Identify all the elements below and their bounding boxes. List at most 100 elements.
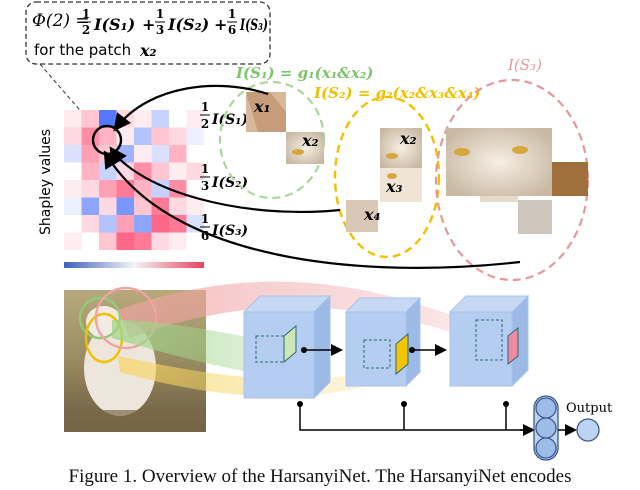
heatmap-cell: [186, 232, 204, 250]
heatmap-cell: [116, 232, 134, 250]
cube3-kernel: [475, 319, 503, 361]
patch-x4-label: x₄: [363, 205, 381, 224]
heatmap-cell: [64, 145, 82, 163]
patch-cat-body: [518, 200, 552, 234]
formula-term1-num: 1: [82, 7, 90, 21]
patch-x2-set1: [286, 132, 324, 164]
weight1-num: 1: [201, 100, 209, 114]
heatmap-cell: [151, 162, 169, 180]
heatmap-cell: [186, 197, 204, 215]
weight3-num: 1: [201, 212, 209, 226]
heatmap-cell: [64, 162, 82, 180]
heatmap-cell: [134, 127, 152, 145]
weight2-num: 1: [201, 162, 209, 176]
input-circle-green: [78, 296, 122, 340]
output-layer: Output: [533, 395, 613, 461]
arrow-set2: [109, 146, 341, 214]
cube3-front: [449, 311, 513, 387]
cube2-kernel: [363, 339, 391, 369]
cat-eye-icon: [292, 149, 304, 155]
formula-term1-den: 2: [82, 23, 90, 37]
heatmap-y-label: Shapley values: [38, 129, 54, 235]
heatmap-cell: [151, 145, 169, 163]
set1-patches: [246, 92, 324, 164]
heatmap-cell: [169, 162, 187, 180]
heatmap-cell: [186, 162, 204, 180]
cat-eye-icon: [386, 153, 398, 159]
weight3-set: I(S₃): [211, 223, 248, 239]
neuron-2: [535, 417, 557, 439]
layer-1-cube: [242, 294, 332, 400]
formula-box: [25, 1, 271, 65]
heatmap-cell: [169, 145, 187, 163]
cube1-side: [313, 294, 331, 400]
heatmap-cell: [151, 215, 169, 233]
heatmap-cell: [134, 145, 152, 163]
patch-x4: [346, 200, 378, 232]
formula-term3-den: 6: [228, 23, 236, 37]
set2-circle: [333, 95, 441, 259]
formula-plus2: +: [214, 15, 227, 34]
weight2-set: I(S₂): [211, 175, 248, 191]
set2-definition: I(S₂) = g₂(x₂&x₃&x₄): [313, 84, 481, 102]
patch-x3: [380, 168, 422, 202]
weight-labels: 1 2 I(S₁) 1 3 I(S₂) 1 6 I(S₃): [200, 100, 248, 243]
shapley-heatmap: [64, 110, 204, 250]
heatmap-colorbar: [64, 262, 204, 268]
arrow-set3: [103, 150, 521, 269]
heatmap-cell: [64, 127, 82, 145]
output-neuron: [576, 418, 600, 442]
weight1-set: I(S₁): [211, 112, 248, 128]
heatmap-cell: [134, 197, 152, 215]
formula-lhs: Φ(2) =: [32, 11, 90, 31]
formula-caption-var: x₂: [139, 41, 157, 60]
heatmap-cell: [116, 215, 134, 233]
patch-background: [552, 162, 588, 196]
heatmap-cell: [64, 215, 82, 233]
set1-definition: I(S₁) = g₁(x₁&x₂): [235, 64, 373, 82]
figure-caption: Figure 1. Overview of the HarsanyiNet. T…: [68, 466, 572, 487]
formula-term2-num: 1: [156, 7, 164, 21]
heatmap-cell: [186, 110, 204, 128]
formula-callout: Φ(2) = 1 2 I(S₁) + 1 3 I(S₂) + 1 6 I(S₃)…: [25, 1, 271, 65]
heatmap-cell: [134, 162, 152, 180]
patch-x1-label: x₁: [253, 97, 271, 116]
weight1-den: 2: [201, 117, 209, 131]
heatmap-cell: [81, 232, 99, 250]
layer-2-cube: [344, 296, 422, 388]
layer-3-cube: [448, 294, 530, 388]
heatmap-cell: [151, 127, 169, 145]
heatmap-cell: [151, 110, 169, 128]
heatmap-cell: [186, 180, 204, 198]
heatmap-cell: [64, 180, 82, 198]
heatmap-cell: [116, 127, 134, 145]
formula-term3-set: I(S₃): [239, 15, 268, 34]
heatmap-cell: [186, 215, 204, 233]
patch-x2-label-b: x₂: [399, 129, 417, 148]
cube1-front: [243, 311, 315, 399]
heatmap-cell: [81, 215, 99, 233]
set2-patches: [346, 128, 422, 232]
heatmap-cell: [99, 180, 117, 198]
neuron-1: [535, 397, 557, 419]
cat-eye-icon: [387, 173, 397, 179]
heatmap-cell: [99, 127, 117, 145]
heatmap-cell: [99, 232, 117, 250]
heatmap-cell: [81, 110, 99, 128]
heatmap-cell: [99, 197, 117, 215]
heatmap-cell: [99, 215, 117, 233]
heatmap-cell: [169, 232, 187, 250]
output-label: Output: [566, 401, 613, 416]
patch-x2-label-a: x₂: [301, 131, 319, 150]
set3-patches: [446, 128, 588, 234]
patch-x3-label: x₃: [385, 177, 403, 196]
patch-x1-shade: [246, 92, 286, 132]
formula-plus1: +: [142, 15, 155, 34]
heatmap-cell: [116, 180, 134, 198]
arrow-set1: [113, 84, 269, 132]
neuron-3: [535, 437, 557, 459]
cat-eye-icon: [454, 148, 470, 156]
heatmap-cell: [81, 180, 99, 198]
heatmap-cell: [134, 232, 152, 250]
formula-term3-num: 1: [228, 7, 236, 21]
